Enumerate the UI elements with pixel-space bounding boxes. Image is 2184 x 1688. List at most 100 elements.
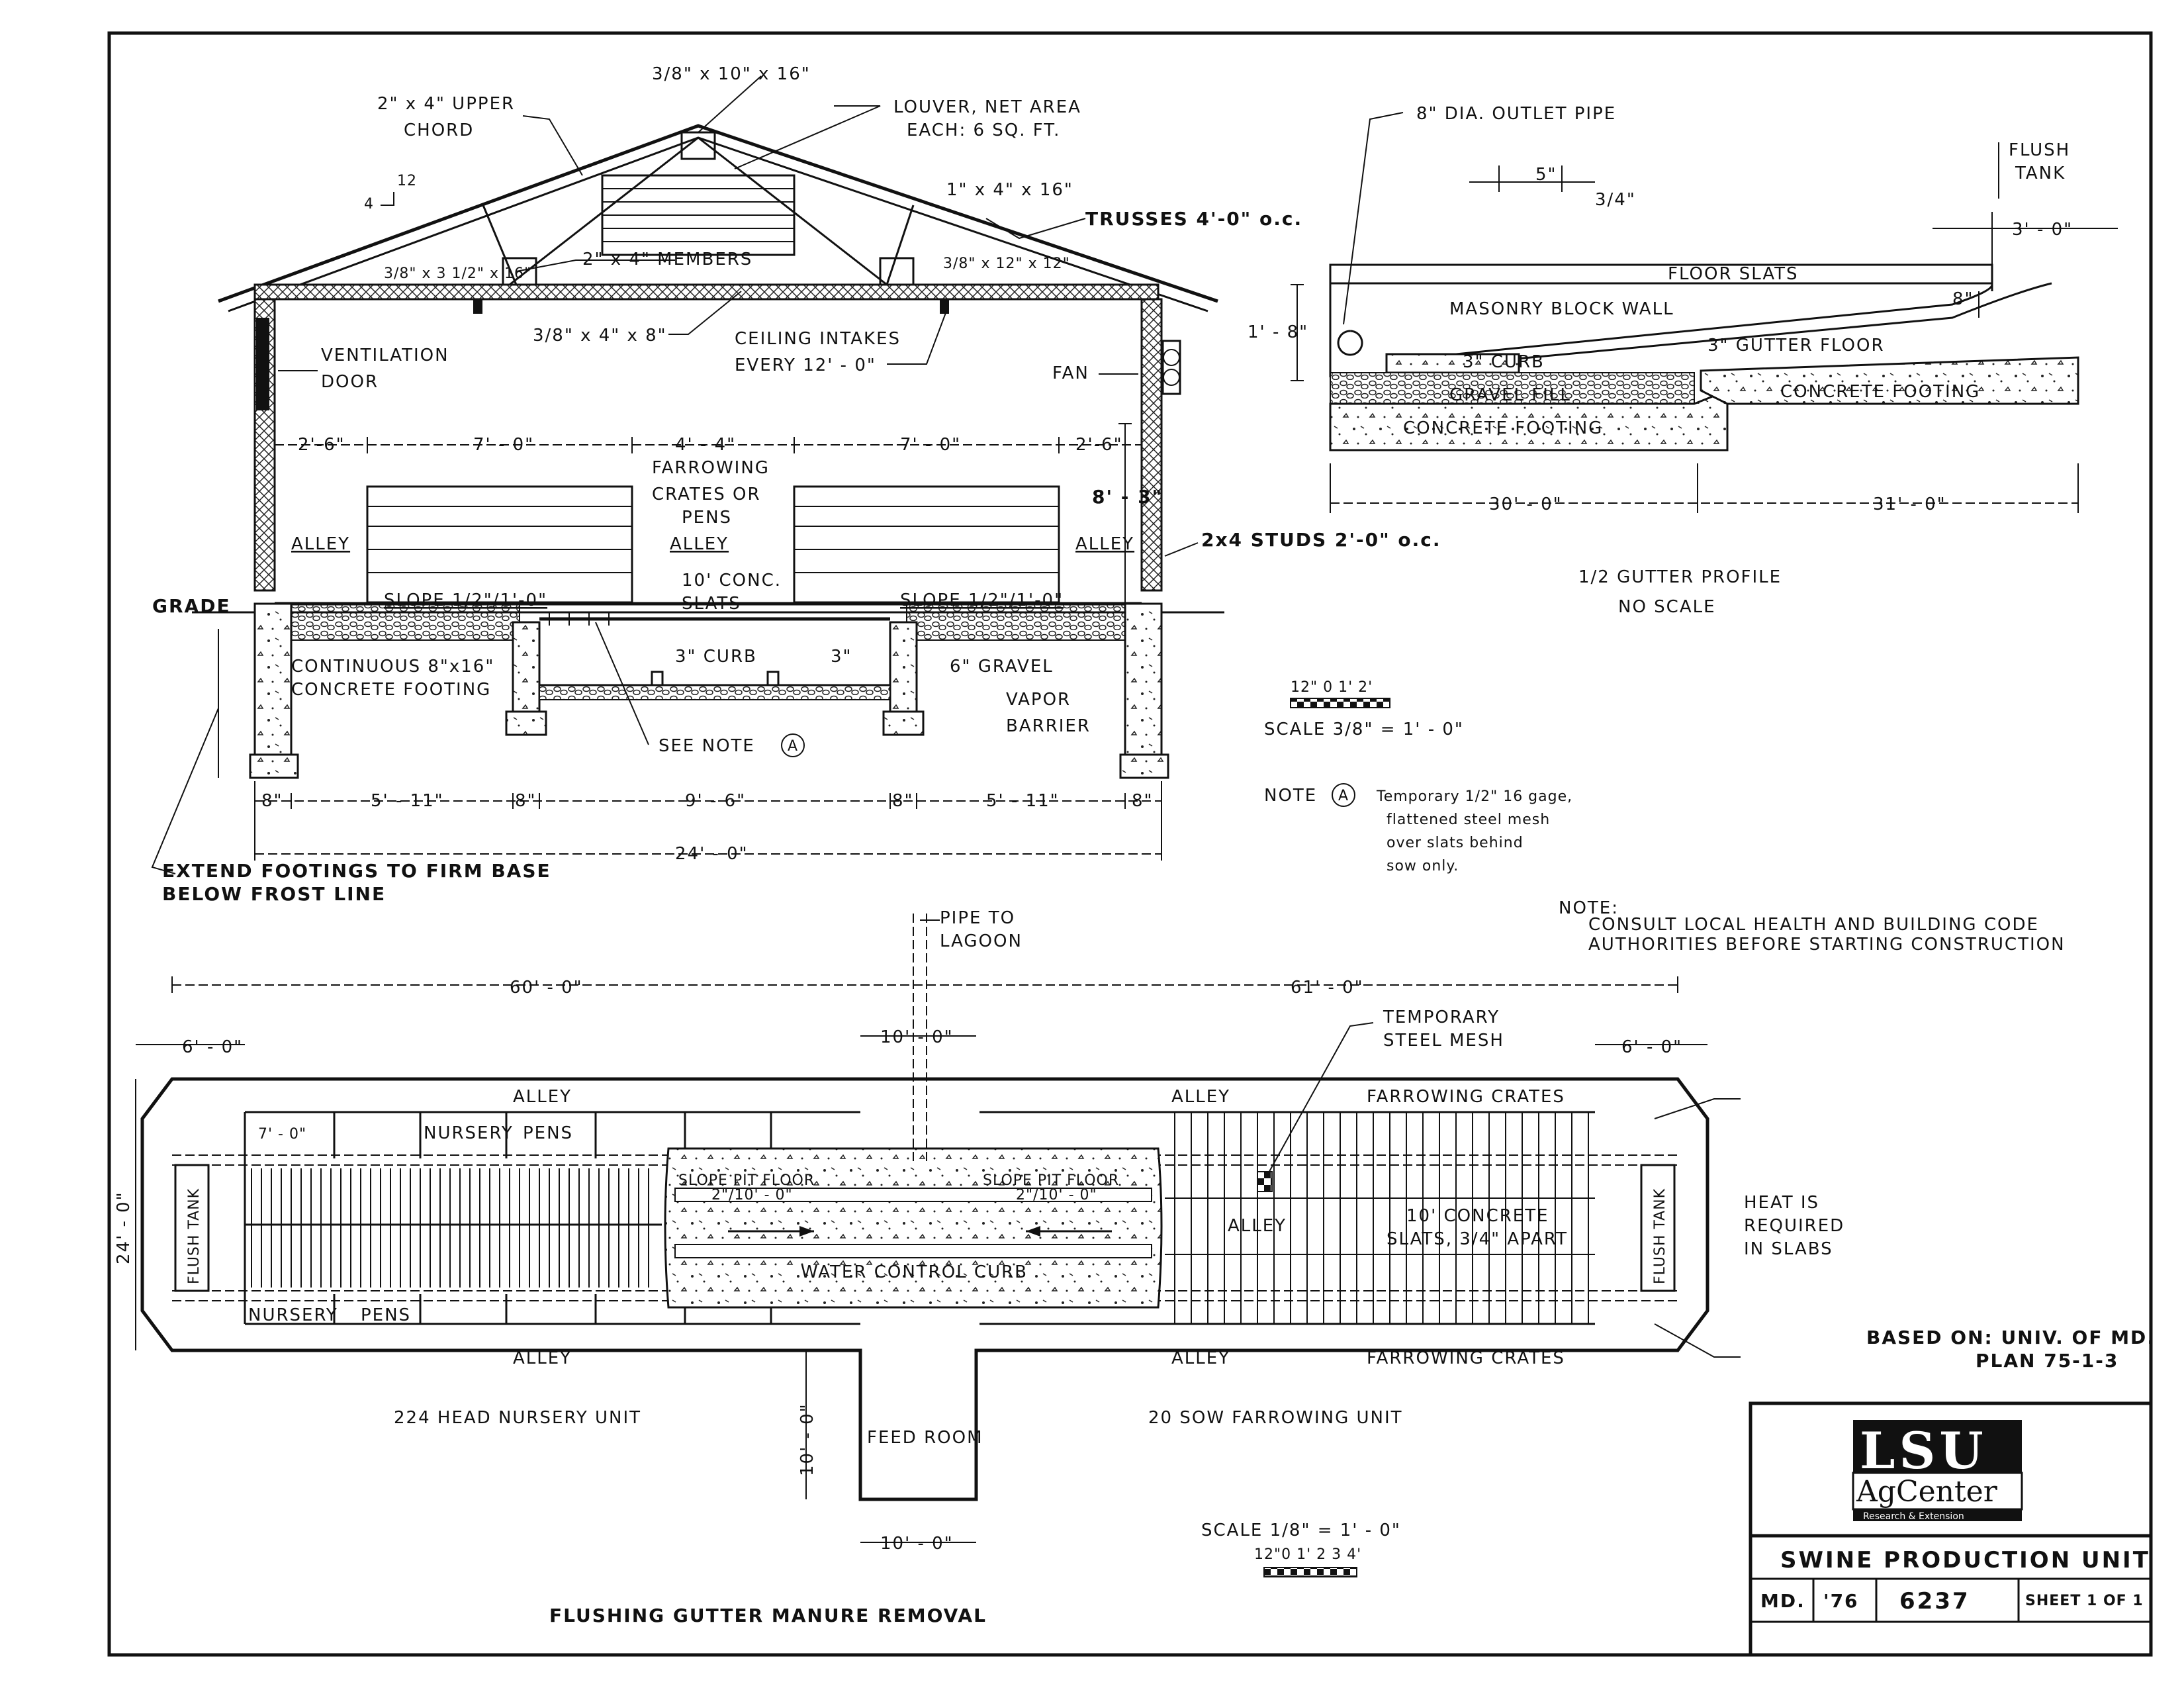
see-note-marker: A (788, 738, 798, 755)
slats-label: 10' CONCRETE (1406, 1206, 1549, 1226)
slope-left-label: SLOPE 1/2"/1'-0" (384, 590, 547, 610)
plan-dim-10: 10' - 0" (880, 1027, 954, 1047)
gutter-floor-label: 3" GUTTER FLOOR (1707, 336, 1885, 355)
gutter-dim-3: 3' - 0" (2012, 220, 2073, 240)
dim-bottom-0: 8" (261, 791, 283, 811)
extend-label-2: BELOW FROST LINE (162, 883, 386, 905)
logo-tag: Research & Extension (1863, 1511, 1964, 1522)
gusset-left-label: 3/8" x 3 1/2" x 16" (384, 265, 531, 282)
gutter-subtitle: NO SCALE (1618, 597, 1716, 617)
based-on-line1: BASED ON: UNIV. OF MD. (1866, 1327, 2156, 1348)
ceiling-insulation (253, 283, 1160, 301)
farrowing-label: FARROWING (652, 458, 770, 478)
plan-dim-6r: 6' - 0" (1621, 1037, 1682, 1057)
dim-total: 24' - 0" (675, 844, 749, 864)
farrowing-slats (1165, 1112, 1595, 1324)
wall-label: MASONRY BLOCK WALL (1449, 299, 1674, 319)
scale-bar-small (1290, 698, 1390, 708)
flush-tank-label-2: TANK (2015, 164, 2066, 183)
see-note-label: SEE NOTE (659, 736, 755, 756)
alley-center-label: ALLEY (670, 534, 729, 554)
section-top-dims: 2'-6" 7' - 0" 4' - 4" 7' - 0" 2'-6" (298, 435, 1122, 455)
vent-door-label: VENTILATION (321, 346, 449, 365)
farrowing-label-3: PENS (682, 508, 732, 528)
plan-dim-6l: 6' - 0" (182, 1037, 243, 1057)
note-a-marker: A (1338, 788, 1349, 804)
note-a-line4: sow only. (1387, 858, 1459, 874)
slats-label-2: SLATS, 3/4" APART (1387, 1229, 1568, 1249)
scale2-label: SCALE 1/8" = 1' - 0" (1201, 1521, 1401, 1540)
members-label: 2" x 4" MEMBERS (582, 250, 752, 269)
footing-label-2: CONCRETE FOOTING (291, 680, 491, 700)
pipe-label-2: LAGOON (940, 931, 1023, 951)
upper-chord-label-2: CHORD (404, 120, 474, 140)
pit-floor (539, 684, 891, 700)
conc-slats-label: 10' CONC. (682, 571, 782, 590)
pit-wall-left (512, 621, 541, 716)
nursery-bottom-label: NURSERY (248, 1305, 338, 1325)
pen-width-label: 7' - 0" (258, 1126, 306, 1143)
flush-tank-right (1640, 1164, 1676, 1292)
dim-bottom-2: 8" (515, 791, 537, 811)
plan-dim-60: 60' - 0" (510, 978, 583, 998)
dim-bottom-1: 5' - 11" (371, 791, 444, 811)
height-label: 8' - 3" (1092, 486, 1163, 508)
gutter-dim-31: 31' - 0" (1873, 494, 1946, 514)
note-line2: AUTHORITIES BEFORE STARTING CONSTRUCTION (1588, 935, 2066, 955)
mesh-label-2: STEEL MESH (1383, 1031, 1504, 1051)
studs-label: 2x4 STUDS 2'-0" o.c. (1201, 529, 1441, 551)
fan (1161, 340, 1181, 395)
scale1-label: SCALE 3/8" = 1' - 0" (1264, 720, 1464, 739)
note-a-line2: flattened steel mesh (1387, 812, 1550, 828)
flush-tank-right-label: FLUSH TANK (1652, 1188, 1668, 1284)
flush-tank-label: FLUSH (2009, 140, 2070, 160)
louver (601, 174, 796, 256)
curb-label: 3" CURB (675, 647, 757, 667)
alley-right-label: ALLEY (1075, 534, 1134, 554)
mesh-label: TEMPORARY (1383, 1008, 1500, 1027)
plan-width-label: 24' - 0" (114, 1191, 134, 1264)
alley-mid: ALLEY (1228, 1216, 1287, 1236)
dim-bottom-6: 8" (1132, 791, 1154, 811)
logo-main: LSU (1860, 1421, 1987, 1480)
vent-door-label-2: DOOR (321, 372, 379, 392)
farrowing-crate-right (793, 485, 1060, 604)
scale1-ticks: 12" 0 1' 2' (1291, 679, 1373, 696)
dim-top-2: 4' - 4" (675, 435, 736, 455)
gutter-dim-18: 1' - 8" (1248, 322, 1308, 342)
note-line1: CONSULT LOCAL HEALTH AND BUILDING CODE (1588, 915, 2039, 935)
concrete-slats (539, 612, 890, 626)
alley-top-right: ALLEY (1171, 1087, 1230, 1107)
alley-left-label: ALLEY (291, 534, 350, 554)
floor-slab-right (906, 603, 1142, 641)
flush-tank-left-label: FLUSH TANK (186, 1188, 203, 1284)
plan-dim-61: 61' - 0" (1291, 978, 1364, 998)
gravel-fill (1330, 372, 1695, 406)
title-block-year: '76 (1823, 1590, 1859, 1612)
grade-label: GRADE (152, 595, 231, 617)
slope-right-label-2: 2"/10' - 0" (1016, 1187, 1097, 1203)
right-wall (1140, 298, 1163, 592)
note-a-prefix: NOTE (1264, 786, 1317, 806)
title-block-number: 6237 (1899, 1588, 1970, 1615)
conc-slats-label-2: SLATS (682, 594, 741, 614)
gutter-title: 1/2 GUTTER PROFILE (1578, 567, 1782, 587)
note-a-line3: over slats behind (1387, 835, 1524, 851)
heat-label: HEAT IS (1744, 1193, 1819, 1213)
gutter-profile (1291, 112, 2118, 513)
dim-bottom-3: 9' - 6" (685, 791, 746, 811)
nursery-slats (251, 1168, 649, 1288)
plan-outline (140, 1077, 1709, 1501)
footing-right-label: CONCRETE FOOTING (1780, 382, 1980, 402)
roof-line (218, 124, 1218, 303)
note-title: NOTE: (1559, 898, 1619, 918)
lsu-agcenter-logo: LSU AgCenter Research & Extension (1852, 1420, 2023, 1522)
trusses-label: TRUSSES 4'-0" o.c. (1085, 208, 1302, 230)
gutter-dim-30: 30' - 0" (1489, 494, 1563, 514)
vapor-label-2: BARRIER (1006, 716, 1091, 736)
sheet-border (107, 31, 2153, 1657)
dim-bottom-5: 5' - 11" (986, 791, 1060, 811)
gusset-right-label: 3/8" x 12" x 12" (943, 256, 1070, 272)
feed-dim-horizontal: 10' - 0" (880, 1534, 954, 1554)
temp-mesh (1257, 1171, 1273, 1192)
